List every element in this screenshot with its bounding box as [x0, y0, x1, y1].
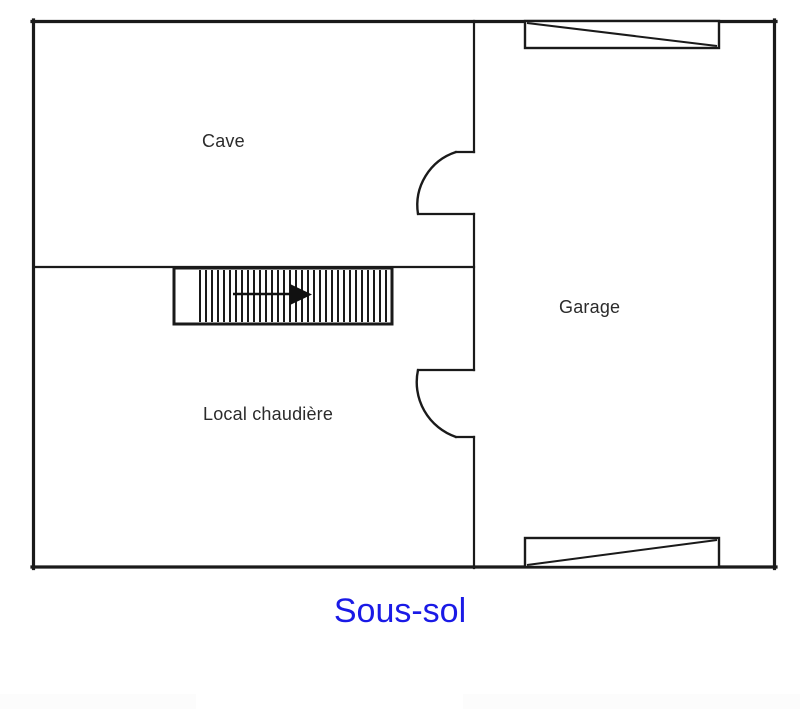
room-label-local-chaudiere: Local chaudière: [203, 404, 334, 424]
staircase-direction-arrow-icon: [233, 284, 312, 305]
door-swing-arc-lower: [415, 368, 458, 439]
background-band-left: [0, 694, 196, 709]
staircase-treads: [199, 270, 387, 322]
door-cave-garage: [416, 150, 458, 216]
window-diagonal-bottom: [526, 539, 718, 566]
door-chaudiere-garage: [415, 368, 458, 439]
window-garage-bottom: [523, 536, 721, 569]
door-swing-arc-upper: [416, 150, 458, 216]
window-garage-top: [523, 19, 721, 50]
plan-title: Sous-sol: [333, 592, 467, 630]
background-band-right: [463, 694, 800, 709]
building-outline: [30, 18, 778, 571]
room-label-cave: Cave: [202, 131, 245, 151]
staircase: [172, 266, 394, 326]
room-label-garage: Garage: [559, 297, 621, 317]
interior-wall-vertical: [416, 19, 476, 570]
window-diagonal-top: [526, 22, 718, 47]
